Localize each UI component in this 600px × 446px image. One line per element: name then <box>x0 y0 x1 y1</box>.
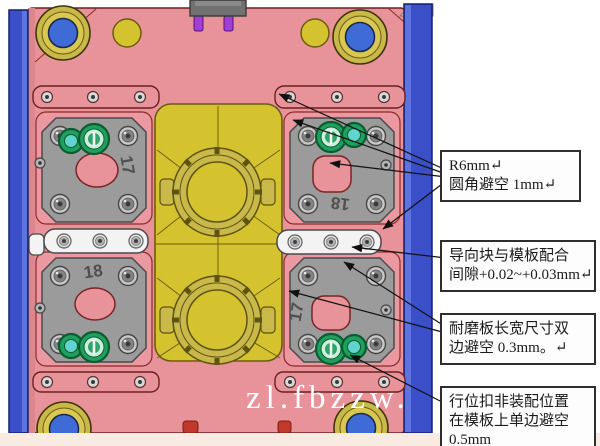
annotation-line: 圆角避空 1mm↵ <box>449 177 557 193</box>
wear-plate-lower-left: 18 <box>41 257 147 364</box>
dowel-pin <box>193 15 204 32</box>
annotation-line: R6mm↵ <box>449 158 503 174</box>
annotation-line: 0.5mm <box>449 432 492 446</box>
annotation-line: 间隙+0.02~+0.03mm↵ <box>449 267 593 283</box>
plate-number: 17 <box>116 154 138 176</box>
annotation-guide-block-fit: 导向块与模板配合 间隙+0.02~+0.03mm↵ <box>440 240 596 292</box>
annotation-leader-lines <box>278 93 447 405</box>
left-clamp-bar <box>8 9 29 434</box>
wear-plate-upper-right: 18 <box>289 117 395 223</box>
cavity-insert-block <box>154 103 283 366</box>
annotation-round-corner-clearance: R6mm↵ 圆角避空 1mm↵ <box>440 150 581 202</box>
cavity-ring-upper <box>159 146 276 238</box>
plate-number: 18 <box>330 193 351 214</box>
bottom-rail-right <box>274 371 406 393</box>
guide-bushing-top-right <box>332 9 388 65</box>
wear-plate-upper-left: 17 <box>41 117 147 223</box>
dowel-pin <box>223 15 234 32</box>
annotation-line: 导向块与模板配合 <box>449 248 570 264</box>
red-plug <box>277 420 292 434</box>
bottom-rail-left <box>32 371 160 393</box>
wear-plate-lower-right: 17 <box>286 257 395 366</box>
spring-plunger-icon <box>340 121 368 149</box>
locating-block <box>189 0 247 32</box>
plate-number: 17 <box>286 301 308 323</box>
vent-hole <box>300 18 330 48</box>
guide-strip-left <box>28 228 149 256</box>
annotation-line: 行位扣非装配位置 <box>449 394 570 410</box>
annotation-wear-plate-clearance: 耐磨板长宽尺寸双 边避空 0.3mm。↵ <box>440 313 596 365</box>
annotation-slider-lock-clearance: 行位扣非装配位置 在模板上单边避空 0.5mm <box>440 386 596 446</box>
watermark: zl.fbzzw. <box>246 380 410 416</box>
guide-bushing-top-left <box>35 5 91 61</box>
annotation-line: 边避空 0.3mm。↵ <box>449 340 568 356</box>
red-plug <box>182 420 199 434</box>
top-rail-left <box>32 85 160 109</box>
top-rail-right <box>274 85 406 109</box>
guide-strip-right <box>276 229 382 255</box>
slider-lock-icon <box>77 330 111 364</box>
annotation-line: 耐磨板长宽尺寸双 <box>449 321 570 337</box>
vent-hole <box>112 18 142 48</box>
cavity-ring-lower <box>159 274 276 366</box>
right-clamp-bar <box>398 3 434 434</box>
plate-number: 18 <box>83 261 104 282</box>
spring-plunger-icon <box>340 333 368 361</box>
slider-lock-icon <box>77 122 111 156</box>
annotation-line: 在模板上单边避空 <box>449 413 570 429</box>
